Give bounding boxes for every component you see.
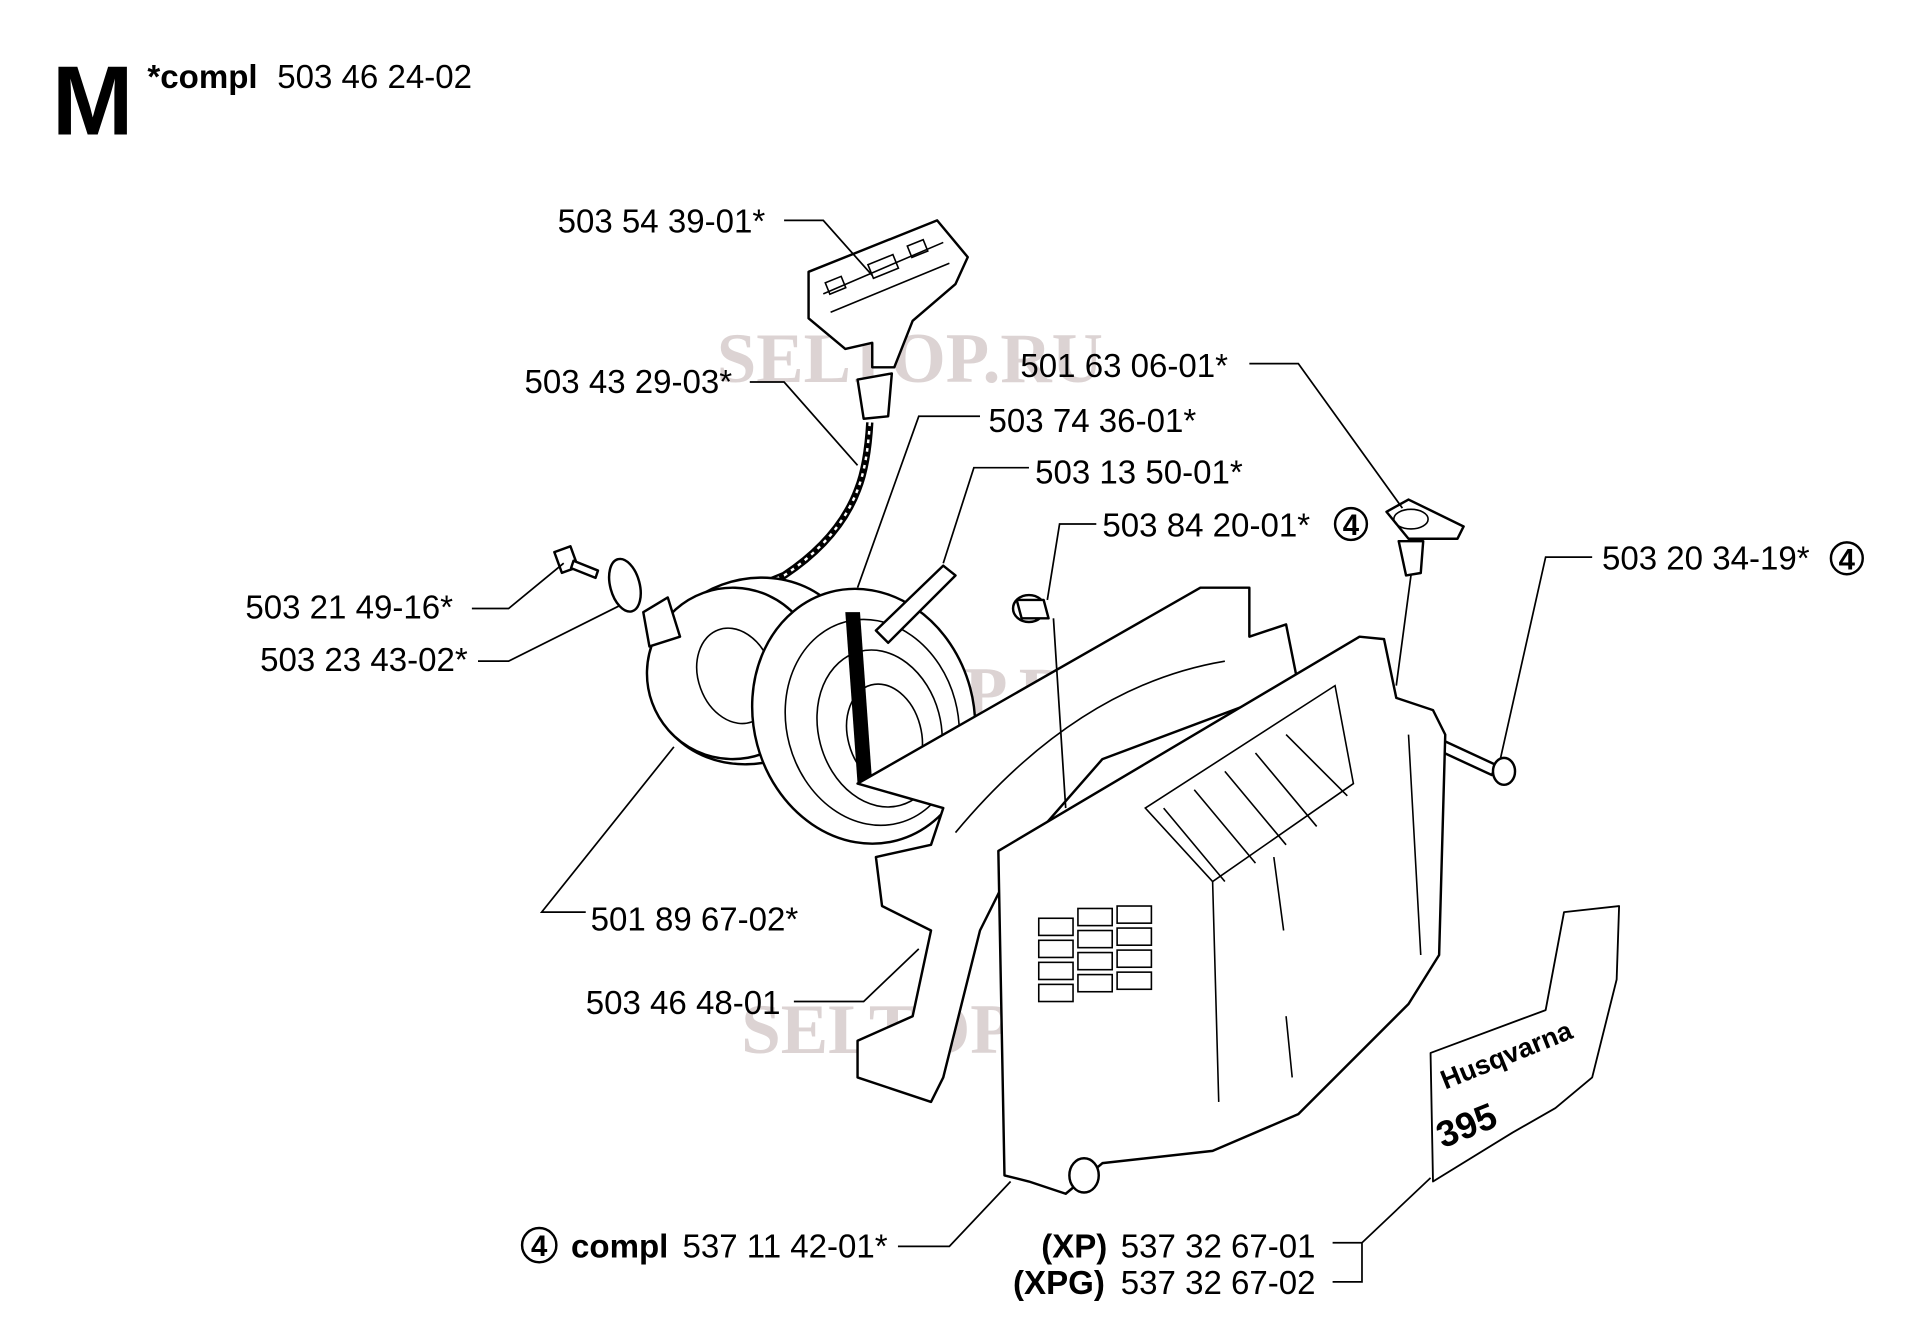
note-4-icon [1829,541,1864,576]
part-label-rope-guide: 501 63 06-01* [1020,348,1228,385]
decal-drawing: Husqvarna 395 [1429,905,1621,1183]
part-label-washer: 503 23 43-02* [260,642,468,679]
part-label-starter-cover: 537 11 42-01* [682,1228,887,1265]
decal-xpg-tag: (XPG) [1013,1265,1105,1302]
starter-cover-drawing [997,635,1447,1195]
pawl-drawing [874,564,957,645]
part-label-starter-rope: 503 43 29-03* [525,364,733,401]
starter-handle-drawing [807,219,969,420]
note-4-icon [1333,506,1369,542]
part-label-pulley-spring: 503 74 36-01* [989,403,1197,440]
washer-drawing [607,557,642,613]
fan-housing-drawing [856,586,1300,1104]
rope-guide-drawing [1385,498,1465,577]
bushing-drawing [1011,593,1050,624]
part-label-pawl: 503 13 50-01* [1035,455,1243,492]
note-4-icon [520,1226,558,1264]
leader-lines [471,219,1593,1283]
part-label-pulley: 501 89 67-02* [591,902,799,939]
part-label-fan-housing: 503 46 48-01 [586,985,781,1022]
note-marker: 4 [531,1230,548,1263]
part-label-center-screw: 503 21 49-16* [245,589,453,626]
section-letter: M [52,46,134,156]
center-screw-drawing [553,545,600,580]
assembly-prefix: *compl [147,59,257,96]
assembly-number: 503 46 24-02 [277,59,472,96]
watermark: SELTOP.RU [717,320,1103,398]
note-marker: 4 [1839,543,1856,576]
decal-xp-tag: (XP) [1041,1228,1107,1265]
part-label-decal-xpg: 537 32 67-02 [1121,1265,1316,1302]
part-label-starter-handle: 503 54 39-01* [558,204,766,241]
cover-compl-prefix: compl [571,1228,668,1265]
note-marker: 4 [1343,509,1360,542]
part-label-bushing: 503 84 20-01* [1102,507,1310,544]
part-label-decal-xp: 537 32 67-01 [1121,1228,1316,1265]
part-label-cover-screw: 503 20 34-19* [1602,540,1810,577]
